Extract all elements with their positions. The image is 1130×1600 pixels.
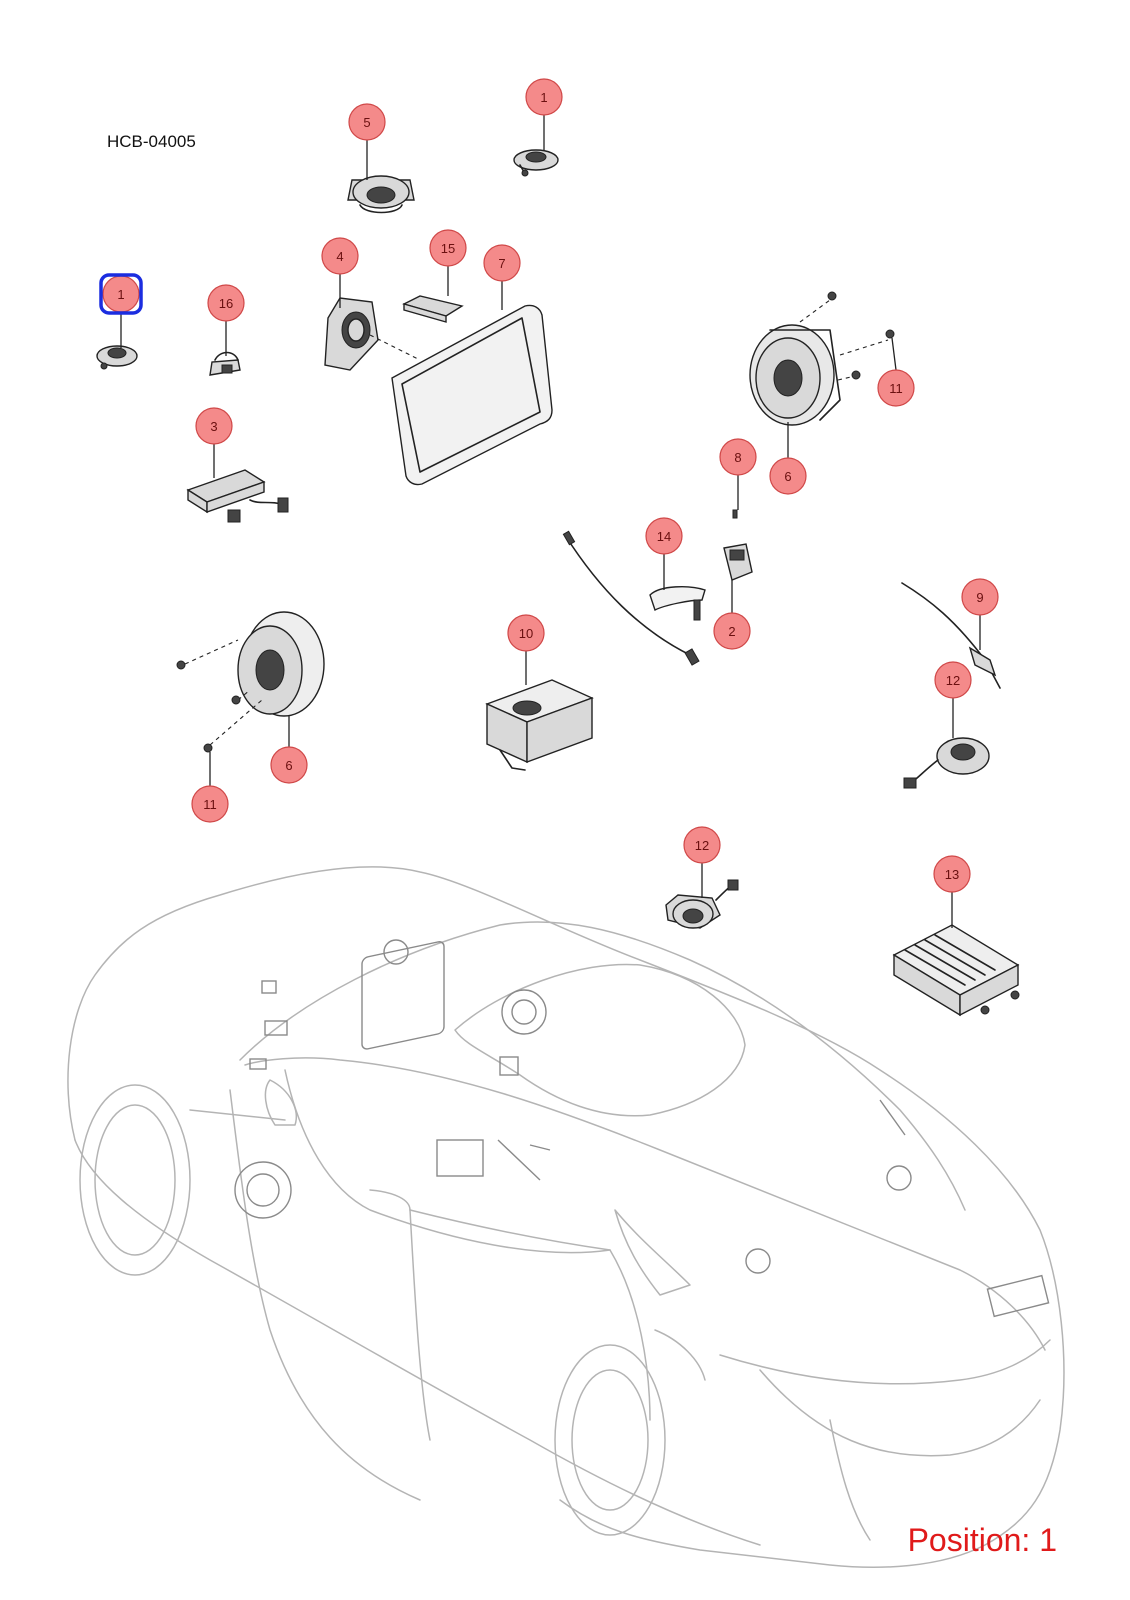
callout-4[interactable]: 4 [321,237,359,275]
svg-text:13: 13 [945,867,959,882]
callout-9[interactable]: 9 [961,578,999,616]
svg-text:7: 7 [498,256,505,271]
svg-text:6: 6 [285,758,292,773]
svg-text:1: 1 [117,287,124,302]
callout-7[interactable]: 7 [483,244,521,282]
callout-11-left[interactable]: 11 [191,785,229,823]
callout-6-left[interactable]: 6 [270,746,308,784]
svg-text:3: 3 [210,419,217,434]
position-label: Position: 1 [907,1522,1057,1558]
callout-12-right[interactable]: 12 [934,661,972,699]
svg-text:9: 9 [976,590,983,605]
svg-text:4: 4 [336,249,343,264]
svg-text:1: 1 [540,90,547,105]
callout-11-right[interactable]: 11 [877,369,915,407]
callout-leaders [120,115,981,928]
part-speaker-12-center [665,879,739,929]
vehicle-outline [67,866,1065,1568]
callout-5[interactable]: 5 [348,103,386,141]
svg-text:10: 10 [519,626,533,641]
callout-14[interactable]: 14 [645,517,683,555]
part-switch-2 [723,509,753,581]
part-speaker-12-right [903,737,990,789]
part-speaker-bracket-4 [324,297,421,371]
callout-12-center[interactable]: 12 [683,826,721,864]
callout-10[interactable]: 10 [507,614,545,652]
part-display-7 [391,304,553,486]
part-module-3 [186,469,289,523]
callout-2[interactable]: 2 [713,612,751,650]
part-tweeter-left [96,345,138,370]
svg-text:12: 12 [695,838,709,853]
callout-16[interactable]: 16 [207,284,245,322]
svg-text:16: 16 [219,296,233,311]
part-speaker-6-right [749,291,895,426]
vehicle-installed-parts [234,939,1050,1318]
part-amplifier-13 [892,924,1020,1017]
svg-text:11: 11 [203,797,217,812]
callout-bubbles: 1 5 1 16 4 15 [99,78,999,893]
document-code: HCB-04005 [107,132,196,151]
svg-text:11: 11 [889,381,903,396]
svg-text:5: 5 [363,115,370,130]
part-speaker-6-left [176,611,325,753]
part-speaker-5 [347,175,415,214]
part-sensor-16 [209,351,241,376]
part-antenna-9 [901,582,1001,689]
callout-13[interactable]: 13 [933,855,971,893]
svg-text:12: 12 [946,673,960,688]
callout-1-left-selected[interactable]: 1 [99,273,143,315]
callout-3[interactable]: 3 [195,407,233,445]
callout-15[interactable]: 15 [429,229,467,267]
part-usb-cable-14 [562,530,706,666]
svg-text:6: 6 [784,469,791,484]
callout-1-top[interactable]: 1 [525,78,563,116]
svg-text:8: 8 [734,450,741,465]
svg-text:14: 14 [657,529,671,544]
part-module-15 [402,295,464,323]
callout-8[interactable]: 8 [719,438,757,476]
svg-text:2: 2 [728,624,735,639]
part-unit-10 [485,679,594,771]
svg-text:15: 15 [441,241,455,256]
part-tweeter-top [513,149,559,177]
callout-6-right[interactable]: 6 [769,457,807,495]
